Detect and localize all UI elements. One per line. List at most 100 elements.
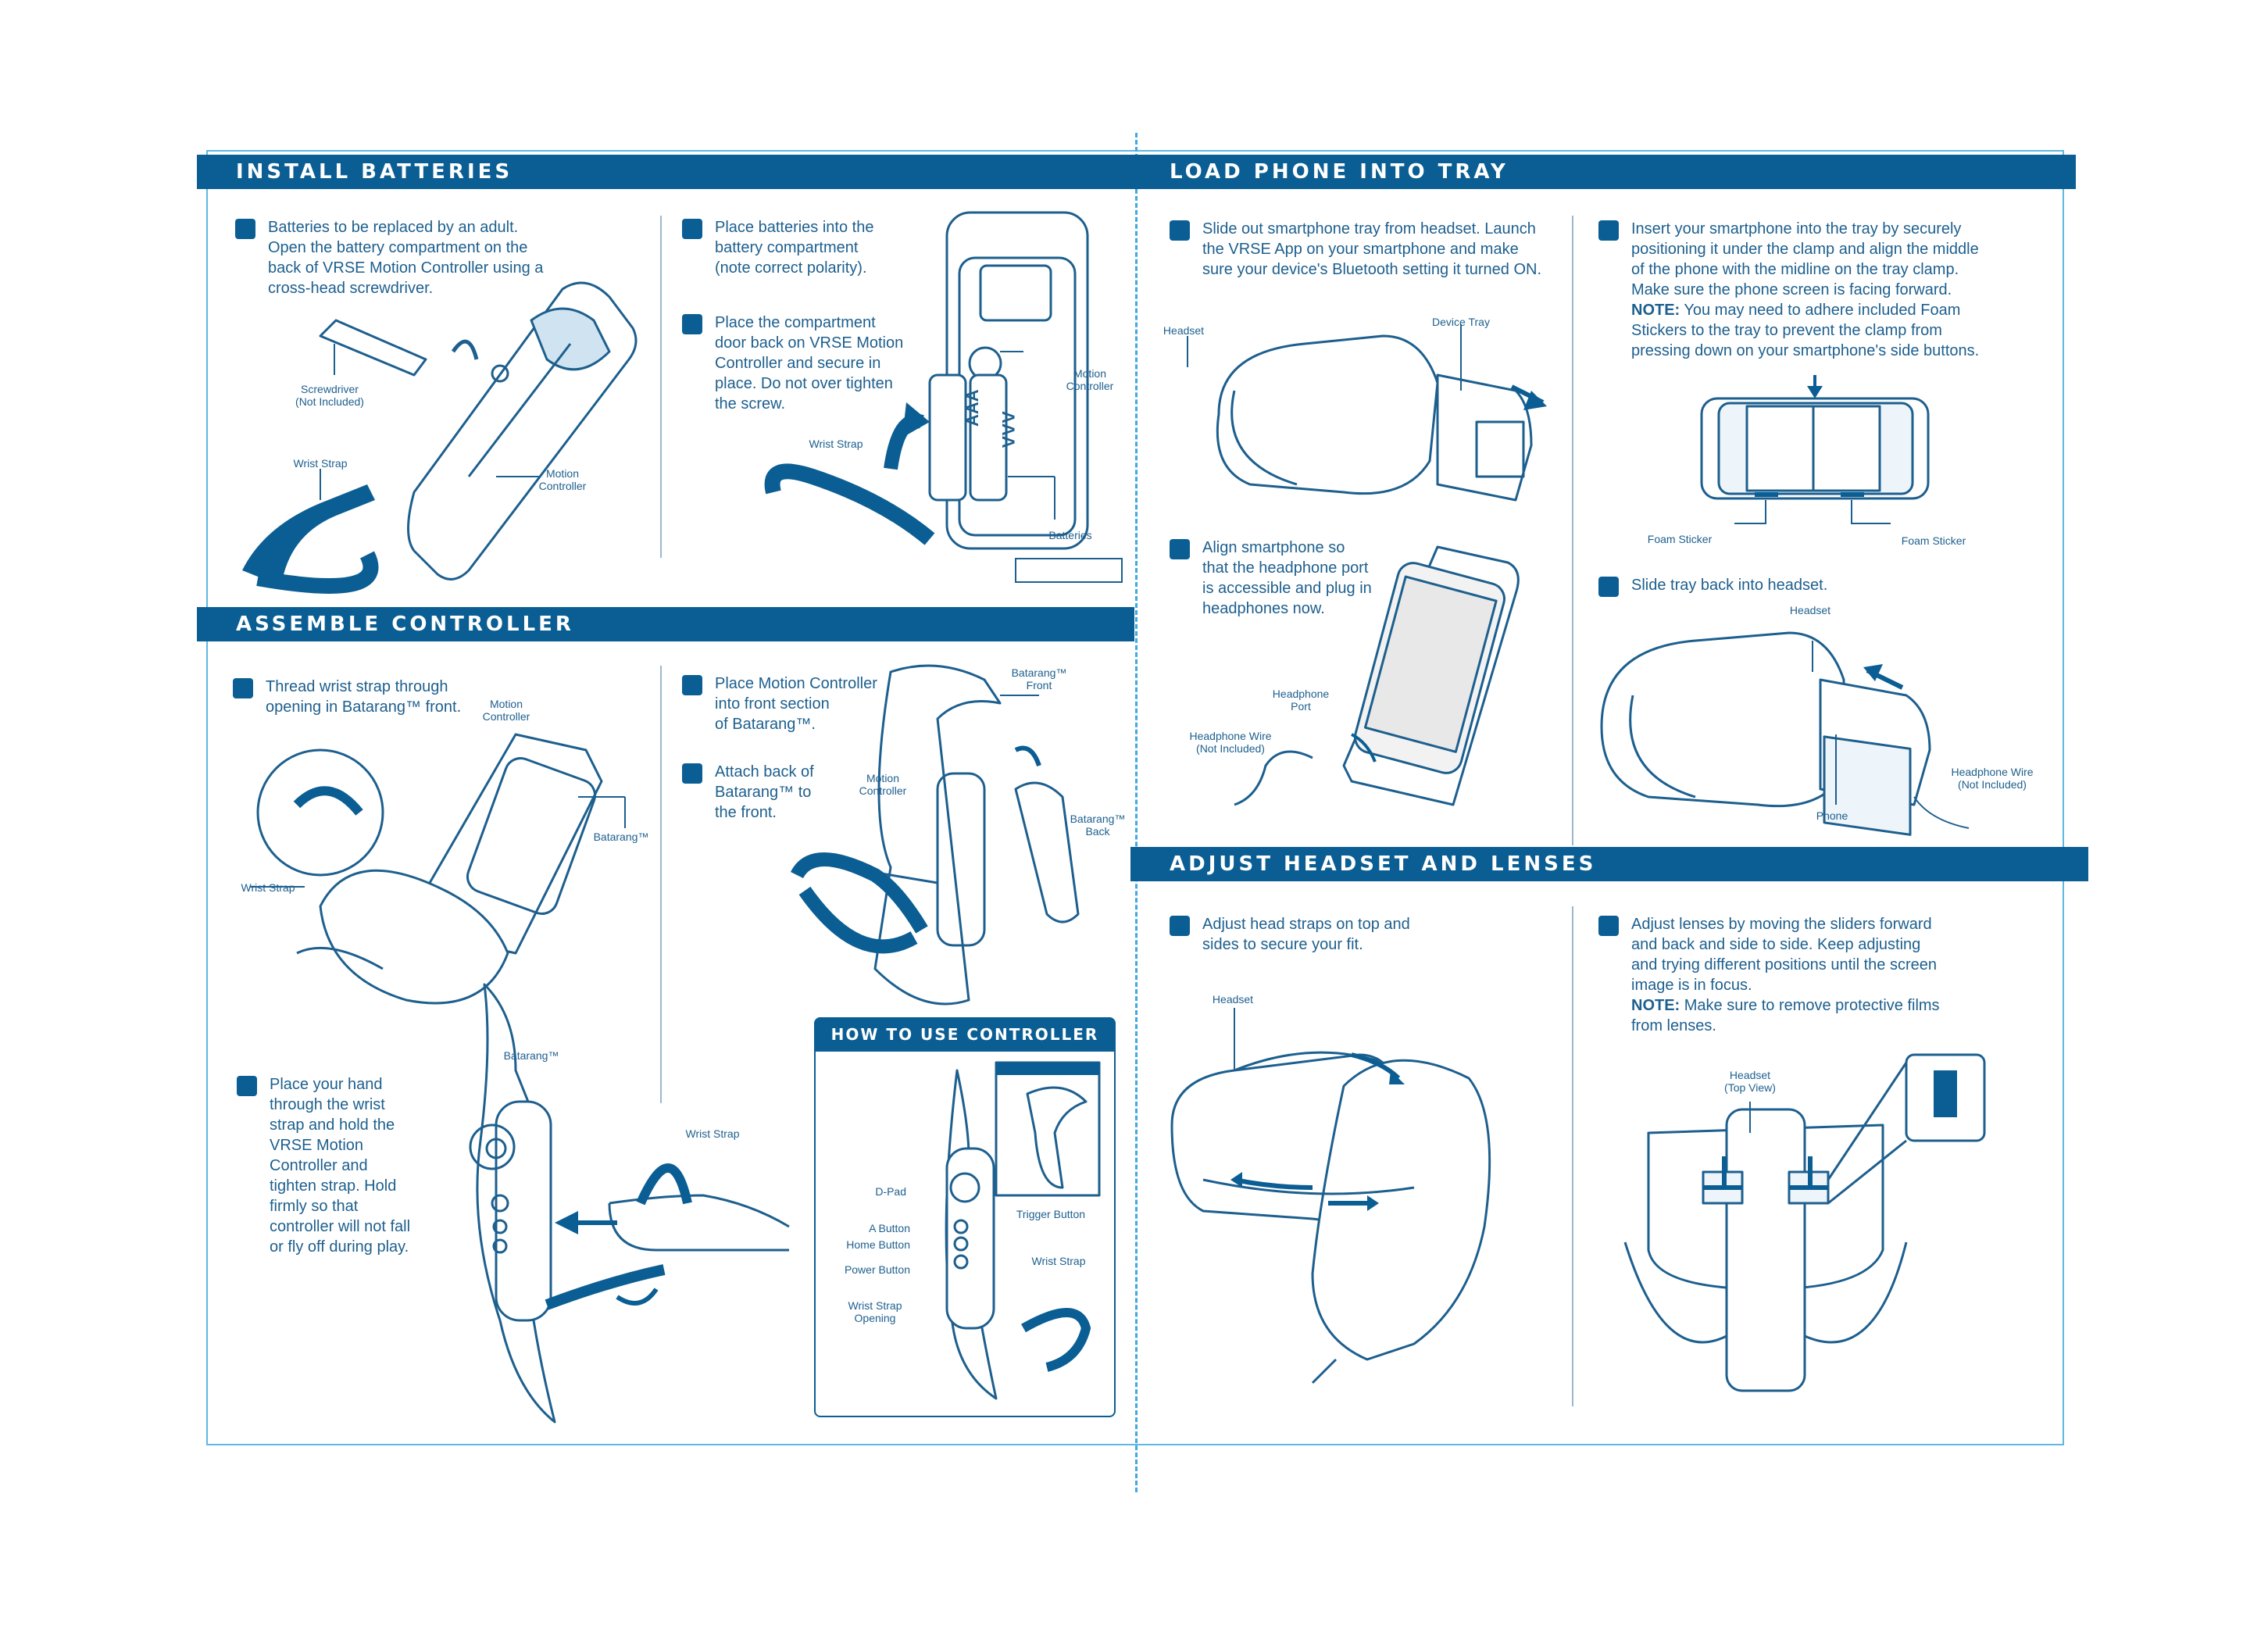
step-marker	[1598, 220, 1619, 241]
illustration-phone-in-tray	[1700, 375, 1930, 524]
step-marker	[1598, 577, 1619, 597]
step-marker	[1170, 220, 1190, 241]
step-assemble-3: Attach back of Batarang™ to the front.	[682, 762, 814, 823]
step-text: Place Motion Controller into front secti…	[715, 675, 877, 733]
label-wrist-strap: Wrist Strap	[809, 438, 863, 450]
label-motion-controller: Motion Controller	[859, 772, 907, 797]
step-load-2: Insert your smartphone into the tray by …	[1598, 219, 1980, 361]
note-text: Make sure to remove protective films fro…	[1631, 997, 1940, 1034]
label-headset: Headset	[1789, 604, 1831, 616]
step-text: Place batteries into the battery compart…	[715, 219, 874, 277]
label-motion-controller: Motion Controller	[482, 698, 530, 723]
label-aaa-1: AAA	[963, 389, 982, 427]
step-install-1: Batteries to be replaced by an adult. Op…	[235, 217, 544, 298]
label-batarang-back: Batarang™ Back	[1070, 813, 1126, 838]
illustration-open-battery	[242, 281, 638, 594]
step-text: Insert your smartphone into the tray by …	[1631, 220, 1979, 298]
step-load-4: Slide tray back into headset.	[1598, 575, 1828, 597]
section-adjust-headset: Adjust Headset and Lenses	[1130, 847, 2088, 881]
label-batteries: Batteries	[1048, 529, 1092, 541]
label-wrist-strap: Wrist Strap	[293, 457, 348, 470]
step-marker	[682, 314, 702, 334]
label-wrist-strap: Wrist Strap	[685, 1127, 740, 1140]
label-headphone-port: Headphone Port	[1272, 688, 1330, 713]
section-install-batteries: Install Batteries	[197, 155, 1134, 189]
step-adjust-2: Adjust lenses by moving the sliders forw…	[1598, 914, 1940, 1036]
step-text: Align smartphone so that the headphone p…	[1202, 539, 1372, 617]
divider	[660, 666, 662, 1103]
illustration-thread-strap	[250, 733, 626, 1005]
step-load-3: Align smartphone so that the headphone p…	[1170, 538, 1372, 619]
label-trigger-button: Trigger Button	[1016, 1208, 1086, 1220]
step-text: Thread wrist strap through opening in Ba…	[266, 678, 462, 716]
step-marker	[1598, 916, 1619, 936]
label-wrist-strap: Wrist Strap	[1031, 1255, 1086, 1267]
label-batarang-front: Batarang™ Front	[1011, 666, 1067, 691]
divider	[660, 216, 662, 558]
label-a-button: A Button	[869, 1222, 910, 1234]
label-headphone-wire: Headphone Wire (Not Included)	[1189, 730, 1272, 755]
step-text: Place your hand through the wrist strap …	[270, 1076, 411, 1256]
divider	[1572, 216, 1573, 845]
section-assemble-controller: Assemble Controller	[197, 607, 1134, 641]
divider	[1572, 906, 1573, 1406]
step-marker	[682, 763, 702, 784]
step-marker	[682, 675, 702, 695]
label-wrist-strap: Wrist Strap	[241, 881, 295, 894]
note-label: NOTE:	[1631, 997, 1680, 1014]
panel-title: HOW TO USE CONTROLLER	[830, 1025, 1099, 1044]
label-batarang: Batarang™	[503, 1049, 559, 1062]
label-motion-controller: Motion Controller	[538, 467, 587, 492]
step-text: Attach back of Batarang™ to the front.	[715, 763, 814, 821]
label-phone: Phone	[1816, 809, 1848, 822]
step-text: Place the compartment door back on VRSE …	[715, 314, 904, 413]
section-title: Install Batteries	[236, 160, 513, 184]
illustration-hold-controller	[469, 983, 790, 1424]
label-batarang: Batarang™	[593, 831, 649, 843]
illustration-controller-parts	[945, 1061, 1101, 1400]
step-marker	[237, 1076, 257, 1096]
illustration-head-straps	[1170, 1008, 1491, 1384]
step-install-2: Place batteries into the battery compart…	[682, 217, 874, 278]
how-to-use-header: HOW TO USE CONTROLLER	[814, 1017, 1116, 1052]
label-foam-sticker: Foam Sticker	[1901, 534, 1966, 547]
section-title: Adjust Headset and Lenses	[1170, 852, 1597, 876]
step-install-3: Place the compartment door back on VRSE …	[682, 313, 904, 414]
step-adjust-1: Adjust head straps on top and sides to s…	[1170, 914, 1410, 955]
label-wrist-strap-opening: Wrist Strap Opening	[848, 1299, 902, 1324]
label-device-tray: Device Tray	[1432, 316, 1490, 328]
label-foam-sticker: Foam Sticker	[1647, 533, 1713, 545]
label-headphone-wire: Headphone Wire (Not Included)	[1951, 766, 2034, 791]
label-aaa-2: AAA	[998, 411, 1018, 448]
illustration-slide-tray-out	[1187, 324, 1547, 502]
step-text: Batteries to be replaced by an adult. Op…	[268, 219, 544, 297]
step-marker	[682, 219, 702, 239]
step-marker	[1170, 916, 1190, 936]
label-headset-top-view: Headset (Top View)	[1724, 1069, 1776, 1094]
label-headset: Headset	[1212, 993, 1254, 1006]
section-load-phone: Load Phone Into Tray	[1130, 155, 2076, 189]
label-dpad: D-Pad	[875, 1185, 906, 1198]
step-assemble-1: Thread wrist strap through opening in Ba…	[233, 677, 462, 717]
illustration-slide-tray-in	[1600, 631, 1970, 836]
note-label: NOTE:	[1631, 302, 1680, 319]
step-marker	[233, 678, 253, 698]
fold-line	[1135, 133, 1138, 1492]
illustration-batarang-assembly	[790, 664, 1080, 1006]
step-assemble-4: Place your hand through the wrist strap …	[237, 1074, 411, 1257]
step-marker	[235, 219, 255, 239]
step-text: Adjust head straps on top and sides to s…	[1202, 916, 1410, 953]
illustration-battery-compartment	[764, 211, 1123, 583]
step-load-1: Slide out smartphone tray from headset. …	[1170, 219, 1542, 280]
label-power-button: Power Button	[844, 1263, 910, 1276]
step-text: Slide tray back into headset.	[1631, 577, 1828, 594]
note-text: You may need to adhere included Foam Sti…	[1631, 302, 1980, 359]
illustration-lens-sliders	[1623, 1053, 1986, 1392]
step-text: Slide out smartphone tray from headset. …	[1202, 220, 1542, 278]
label-motion-controller: Motion Controller	[1066, 367, 1114, 392]
step-marker	[1170, 539, 1190, 559]
step-text: Adjust lenses by moving the sliders forw…	[1631, 916, 1937, 994]
section-title: Load Phone Into Tray	[1170, 160, 1509, 184]
section-title: Assemble Controller	[236, 613, 574, 636]
step-assemble-2: Place Motion Controller into front secti…	[682, 673, 877, 734]
